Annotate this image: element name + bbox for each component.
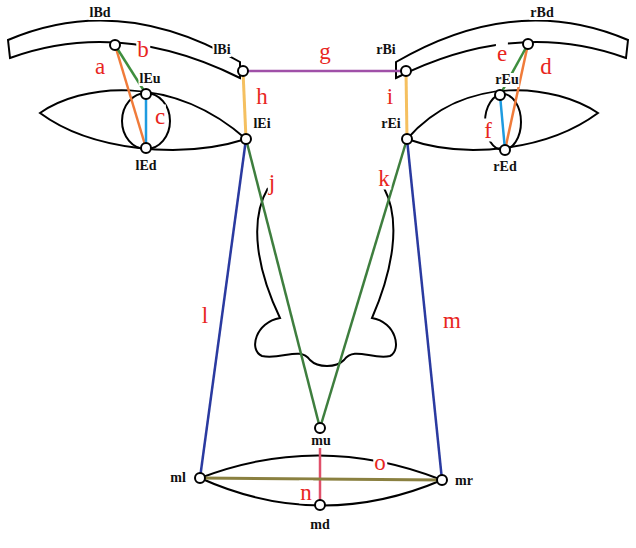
landmark-dot <box>495 90 505 100</box>
segment-letter: i <box>386 85 394 108</box>
segment-o <box>200 478 442 480</box>
landmark-dot <box>315 423 325 433</box>
segment-letter: k <box>377 167 391 190</box>
landmark-dot <box>402 134 412 144</box>
landmark-name: ml <box>169 471 187 485</box>
segment-letter: a <box>94 55 106 78</box>
landmark-dot <box>500 145 510 155</box>
segment-letter: m <box>442 309 462 332</box>
segment-k <box>320 139 407 428</box>
landmark-name: lBi <box>212 43 231 57</box>
landmark-name: rEi <box>380 117 401 131</box>
landmark-name: rBi <box>375 43 396 57</box>
landmark-dot <box>437 475 447 485</box>
landmark-name: rBd <box>529 6 554 20</box>
segment-letter: g <box>318 40 332 63</box>
landmark-name: lEu <box>138 72 161 86</box>
landmark-name: mr <box>454 474 474 488</box>
segment-l <box>200 139 246 478</box>
right-brow <box>396 20 628 78</box>
landmark-name: lEi <box>252 117 271 131</box>
segment-h <box>243 71 246 139</box>
segment-letter: b <box>136 38 150 61</box>
segment-letter: o <box>373 451 387 474</box>
right-eye <box>407 90 598 150</box>
segment-m <box>407 139 442 480</box>
landmark-dot <box>110 40 120 50</box>
landmark-dot <box>401 66 411 76</box>
segment-letter: j <box>268 171 276 194</box>
segment-c <box>145 94 148 148</box>
landmark-dot <box>195 473 205 483</box>
landmark-dot <box>141 143 151 153</box>
left-brow <box>8 20 240 78</box>
nose <box>255 188 396 366</box>
segment-letter: e <box>496 42 508 65</box>
segment-g <box>243 70 406 73</box>
segment-letter: l <box>201 304 209 327</box>
segment-letter: d <box>539 55 553 78</box>
landmark-dot <box>238 66 248 76</box>
segment-f <box>500 95 505 150</box>
landmark-name: md <box>309 518 330 532</box>
segment-i <box>406 71 407 139</box>
segment-letter: f <box>483 119 493 142</box>
landmark-name: lEd <box>134 159 157 173</box>
landmark-dot <box>523 39 533 49</box>
segment-j <box>246 139 320 428</box>
left-iris <box>122 93 170 149</box>
landmark-name: rEu <box>494 73 519 87</box>
landmark-name: lBd <box>88 6 111 20</box>
segment-letter: h <box>255 85 269 108</box>
segment-letter: c <box>154 105 166 128</box>
landmark-name: rEd <box>492 160 517 174</box>
landmark-dot <box>315 500 325 510</box>
landmark-dot <box>241 134 251 144</box>
segment-d <box>505 44 528 150</box>
landmark-dot <box>141 89 151 99</box>
segment-letter: n <box>299 481 313 504</box>
landmark-name: mu <box>310 434 331 448</box>
